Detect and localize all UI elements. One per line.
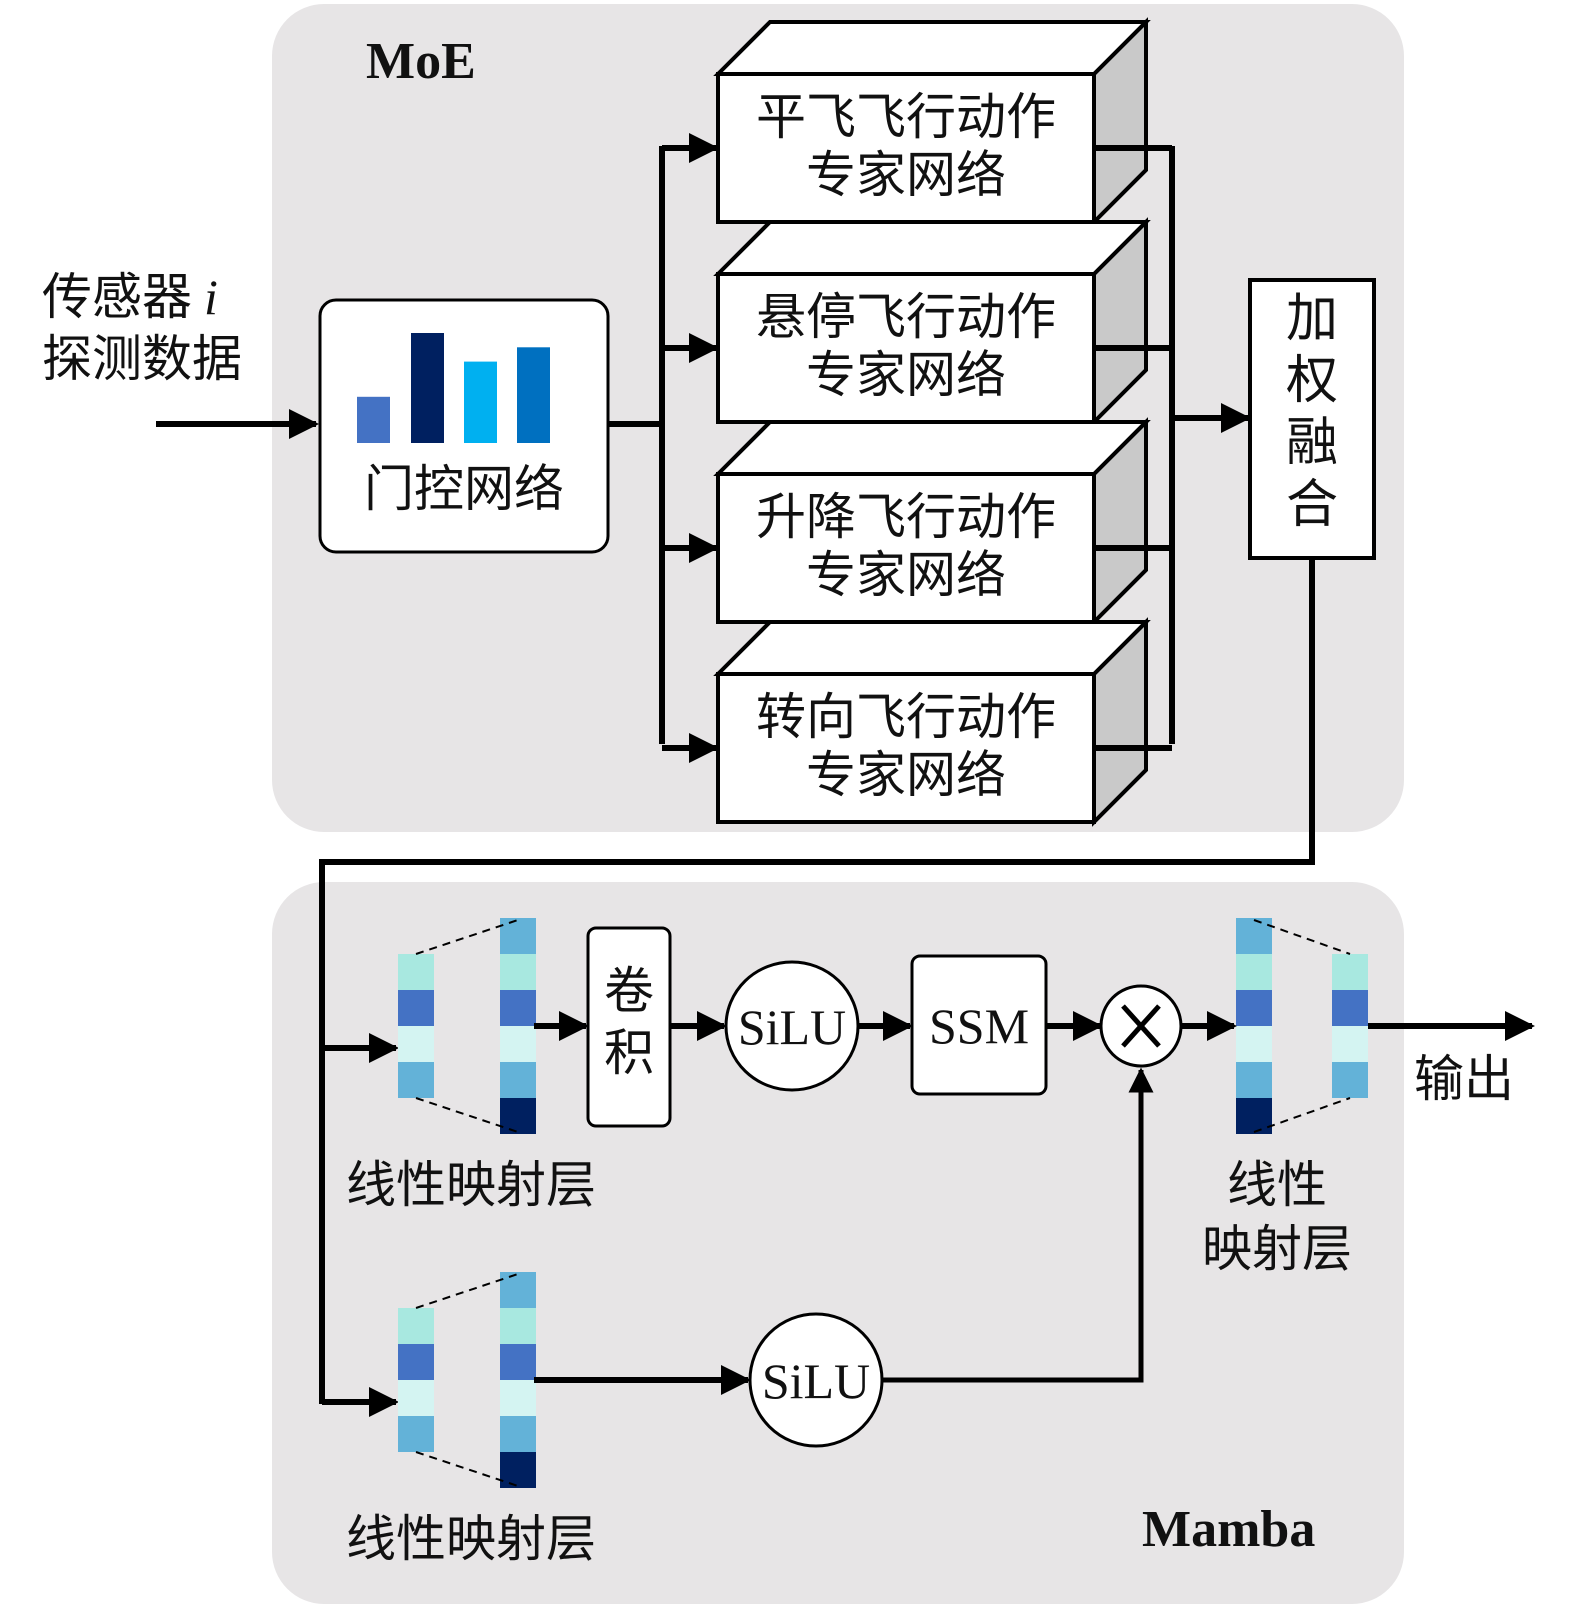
gate-bar-chart-icon	[357, 333, 550, 443]
linear-in-large-cell	[500, 954, 536, 990]
linear-in-large-cell	[500, 1062, 536, 1098]
multiply-icon-stroke	[1121, 1004, 1161, 1048]
gate-bar	[464, 361, 497, 443]
gate-bar	[411, 333, 444, 443]
linear-in-small-lower-cell	[398, 1344, 434, 1380]
expert-top-face	[713, 20, 1151, 76]
fusion-char-2: 权	[1286, 351, 1338, 411]
moe-to-mamba-connector	[319, 558, 1315, 1404]
ssm-box[interactable]: SSM	[910, 954, 1048, 1096]
linear-out-large-cell	[1236, 1026, 1272, 1062]
gate-bar	[517, 347, 550, 443]
linear-out-large-cell	[1236, 1062, 1272, 1098]
linear-out-small-cell	[1332, 954, 1368, 990]
projection-dashed-line	[415, 1273, 519, 1309]
input-label-line2: 探测数据	[42, 330, 242, 388]
output-label: 输出	[1414, 1050, 1514, 1108]
expert-label-line1: 转向飞行动作	[756, 688, 1056, 746]
linear-in-small-cell	[398, 1026, 434, 1062]
mamba-panel	[272, 882, 1404, 1604]
gate-network-label: 门控网络	[364, 460, 564, 518]
silu-label-top: SiLU	[738, 999, 846, 1055]
linear-out-small-cell	[1332, 1062, 1368, 1098]
projection-dashed-line	[1253, 919, 1351, 955]
linear-in-large-lower-cell	[500, 1452, 536, 1488]
linear-layer-label-top: 线性映射层	[346, 1156, 596, 1214]
linear-layer-label-out-2: 映射层	[1202, 1220, 1352, 1278]
expert-label-line2: 专家网络	[806, 546, 1006, 604]
conv-char-1: 卷	[604, 962, 654, 1020]
silu-label-bottom: SiLU	[762, 1353, 870, 1409]
linear-in-large-lower-cell	[500, 1308, 536, 1344]
gate-network[interactable]: 门控网络	[318, 298, 610, 554]
expert-front-face	[716, 672, 1096, 824]
expert-label-line1: 悬停飞行动作	[756, 288, 1056, 346]
linear-in-large-lower-cell	[500, 1272, 536, 1308]
linear-in-large-cell	[500, 1098, 536, 1134]
projection-dashed-line	[1253, 1097, 1351, 1133]
multiply-node[interactable]	[1099, 984, 1183, 1068]
linear-out-large-cell	[1236, 918, 1272, 954]
weighted-fusion-box[interactable]: 加 权 融 合	[1248, 278, 1376, 560]
silu-node-top[interactable]: SiLU	[724, 960, 860, 1092]
expert-label-line2: 专家网络	[806, 746, 1006, 804]
linear-in-large-cell	[500, 990, 536, 1026]
expert-top-face	[713, 220, 1151, 276]
linear-in-small-cell	[398, 954, 434, 990]
linear-in-large-lower-cell	[500, 1380, 536, 1416]
linear-out-large-cell	[1236, 954, 1272, 990]
expert-front-face	[716, 72, 1096, 224]
linear-in-large-cell	[500, 918, 536, 954]
linear-in-large-lower-cell	[500, 1344, 536, 1380]
linear-in-large-lower-cell	[500, 1416, 536, 1452]
linear-in-small-lower-cell	[398, 1416, 434, 1452]
conv-char-2: 积	[604, 1024, 654, 1082]
fusion-char-4: 合	[1286, 475, 1338, 535]
projection-dashed-line	[415, 1097, 519, 1133]
linear-out-small-cell	[1332, 1026, 1368, 1062]
fusion-char-3: 融	[1286, 413, 1338, 473]
linear-layer-label-out-1: 线性	[1227, 1156, 1327, 1214]
expert-label-line1: 升降飞行动作	[756, 488, 1056, 546]
mamba-title: Mamba	[1142, 1501, 1315, 1558]
fusion-char-1: 加	[1286, 289, 1338, 349]
linear-out-small-cell	[1332, 990, 1368, 1026]
expert-top-face	[713, 620, 1151, 676]
projection-dashed-line	[415, 919, 519, 955]
linear-out-large-cell	[1236, 990, 1272, 1026]
linear-in-small-cell	[398, 1062, 434, 1098]
linear-in-large-cell	[500, 1026, 536, 1062]
linear-in-small-lower-cell	[398, 1380, 434, 1416]
expert-top-face	[713, 420, 1151, 476]
linear-in-small-lower-cell	[398, 1308, 434, 1344]
expert-label-line2: 专家网络	[806, 146, 1006, 204]
expert-label-line2: 专家网络	[806, 346, 1006, 404]
expert-label-line1: 平飞飞行动作	[756, 88, 1056, 146]
linear-layer-label-bottom: 线性映射层	[346, 1510, 596, 1568]
silu-node-bottom[interactable]: SiLU	[748, 1312, 884, 1448]
gate-branch-to-multiply	[882, 1067, 1154, 1383]
conv-box[interactable]: 卷 积	[586, 926, 672, 1128]
projection-dashed-line	[415, 1451, 519, 1487]
linear-out-large-cell	[1236, 1098, 1272, 1134]
gate-bar	[357, 396, 390, 443]
ssm-label: SSM	[929, 998, 1029, 1054]
linear-in-small-cell	[398, 990, 434, 1026]
moe-title: MoE	[366, 33, 476, 90]
